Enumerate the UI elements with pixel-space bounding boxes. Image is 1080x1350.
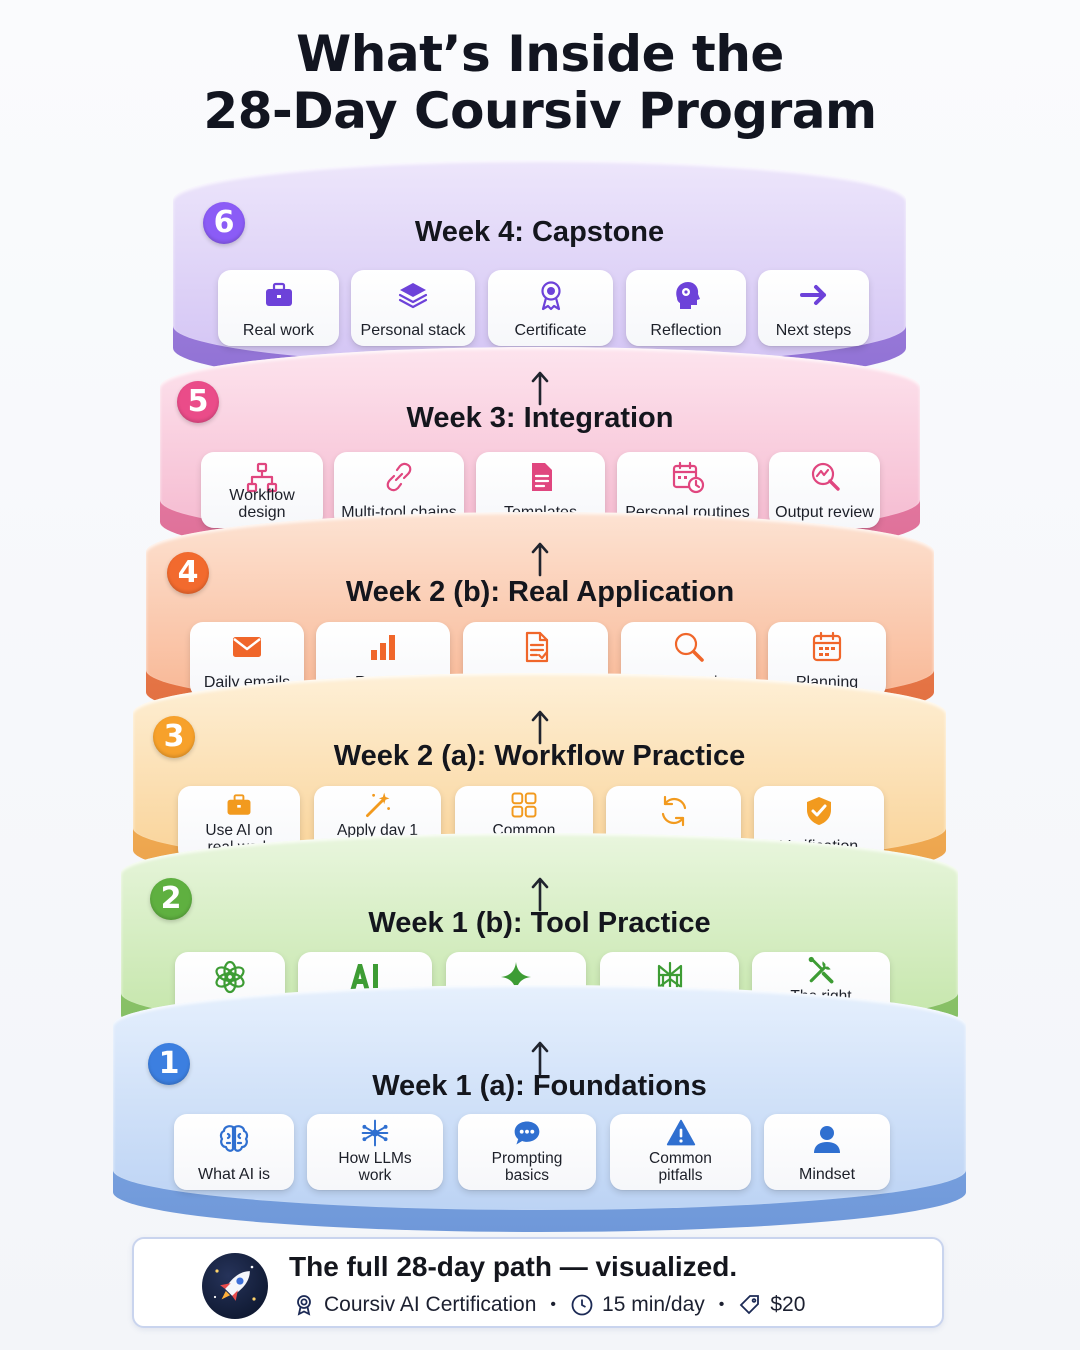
topic-label: Next steps [775, 322, 852, 339]
arrow-up-icon [531, 542, 549, 577]
topic-card: Mindset [764, 1114, 890, 1190]
topic-label: What AI is [197, 1166, 271, 1183]
topic-card: Certificate [488, 270, 613, 346]
page-title: What’s Inside the 28-Day Coursiv Program [0, 26, 1080, 140]
topic-card: How LLMs work [307, 1114, 443, 1190]
shield-check-icon [807, 797, 831, 825]
document-icon [531, 463, 552, 491]
magnifier-chart-icon [811, 462, 840, 491]
org-chart-icon [246, 462, 278, 493]
award-icon [297, 1295, 311, 1316]
topic-label: Certificate [514, 322, 587, 339]
brief-document-icon [525, 631, 548, 663]
title-line-2: 28-Day Coursiv Program [203, 82, 877, 140]
arrow-right-icon [799, 285, 826, 305]
separator: • [718, 1296, 725, 1313]
bar-chart-icon [371, 635, 395, 660]
separator: • [550, 1296, 557, 1313]
refresh-icon [661, 795, 686, 827]
topic-card: Output review [769, 452, 880, 528]
calendar-clock-icon [672, 461, 704, 494]
briefcase-icon [265, 282, 292, 306]
footer-meta: Coursiv AI Certification • 15 min/day • … [292, 1291, 805, 1319]
grid-icon [511, 792, 537, 818]
topic-label: Common pitfalls [649, 1150, 712, 1184]
brain-icon [219, 1125, 249, 1152]
topic-card: Prompting basics [458, 1114, 596, 1190]
layers-icon [398, 283, 428, 309]
arrow-up-icon [531, 710, 549, 745]
chain-link-icon [386, 462, 412, 492]
price-text: $20 [770, 1293, 806, 1316]
price-tag-icon [740, 1295, 760, 1315]
topic-card: Common pitfalls [610, 1114, 751, 1190]
calendar-icon [812, 631, 842, 662]
envelope-icon [233, 637, 261, 657]
warning-icon [666, 1119, 695, 1146]
topic-card: Reflection [626, 270, 746, 346]
week-number-badge: 1 [148, 1043, 190, 1085]
title-line-1: What’s Inside the [296, 25, 784, 83]
arrow-up-icon [531, 371, 549, 406]
topic-label: Mindset [798, 1166, 856, 1183]
topic-label: Prompting basics [491, 1150, 563, 1184]
footer-headline: The full 28-day path — visualized. [289, 1251, 738, 1282]
person-icon [814, 1126, 840, 1153]
topic-card: Workflow design [201, 452, 323, 528]
week-title: Week 3: Integration [406, 402, 674, 434]
claude-logo-icon [350, 964, 378, 991]
week-title: Week 1 (b): Tool Practice [368, 907, 711, 939]
topic-card: What AI is [174, 1114, 294, 1190]
topic-label: How LLMs work [338, 1150, 412, 1184]
week-number-badge: 2 [150, 878, 192, 920]
week-number-badge: 3 [153, 716, 195, 758]
week-title: Week 2 (b): Real Application [345, 576, 735, 608]
topic-card: Personal stack [351, 270, 475, 346]
topic-card: Real work [218, 270, 339, 346]
arrow-up-icon [531, 1041, 549, 1076]
week-title: Week 2 (a): Workflow Practice [333, 740, 746, 772]
week-title: Week 4: Capstone [414, 216, 665, 248]
topic-label: Workflow design [229, 487, 295, 521]
search-icon [674, 632, 704, 662]
summary-footer: The full 28-day path — visualized. Cours… [132, 1237, 944, 1328]
award-ribbon-icon [540, 281, 561, 311]
topic-label: Personal stack [360, 322, 466, 339]
topic-label: Real work [242, 322, 315, 339]
gemini-sparkle-icon [501, 962, 531, 992]
topic-label: Reflection [650, 322, 722, 339]
mind-head-icon [676, 282, 700, 309]
topic-label: Output review [775, 504, 874, 521]
clock-icon [571, 1294, 593, 1316]
briefcase-icon [227, 794, 251, 815]
week-number-badge: 6 [203, 202, 245, 244]
week-number-badge: 4 [167, 552, 209, 594]
magic-wand-icon [365, 792, 390, 817]
tools-icon [808, 956, 834, 984]
arrow-up-icon [531, 877, 549, 912]
neural-network-icon [361, 1119, 389, 1147]
chat-bubble-icon [514, 1121, 540, 1145]
week-number-badge: 5 [177, 381, 219, 423]
chatgpt-logo-icon [215, 960, 245, 994]
topic-card: Next steps [758, 270, 869, 346]
duration-text: 15 min/day [602, 1293, 705, 1316]
rocket-icon [202, 1253, 268, 1319]
certification-text: Coursiv AI Certification [324, 1293, 537, 1316]
week-title: Week 1 (a): Foundations [372, 1070, 707, 1102]
